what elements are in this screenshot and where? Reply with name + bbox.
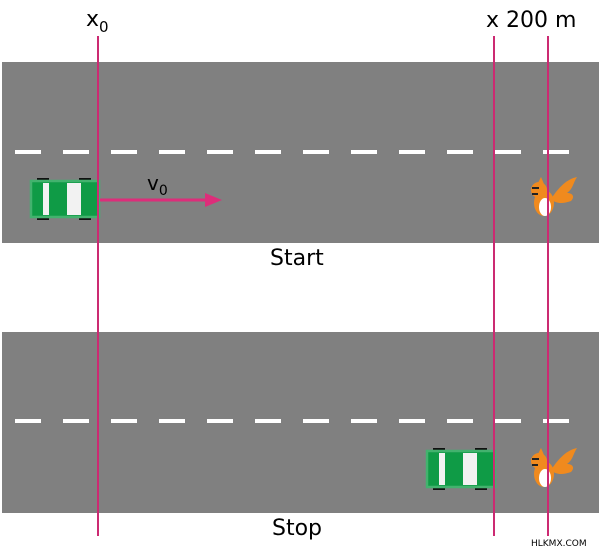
stop-label: Stop [272, 516, 322, 541]
v0-label: v0 [147, 171, 168, 199]
x-end-label: x 200 m [486, 8, 576, 33]
car-icon [29, 178, 101, 220]
x0-label-sub: 0 [99, 18, 109, 36]
x0-label-base: x [86, 7, 99, 32]
v0-label-sub: 0 [159, 183, 168, 199]
road-start [2, 62, 599, 243]
road-stop [2, 332, 599, 513]
watermark: HLKMX.COM [531, 539, 587, 549]
start-label: Start [270, 246, 324, 271]
velocity-arrow [100, 193, 222, 207]
x0-label: x0 [86, 7, 109, 36]
v0-label-base: v [147, 171, 159, 195]
car-icon [425, 448, 497, 490]
